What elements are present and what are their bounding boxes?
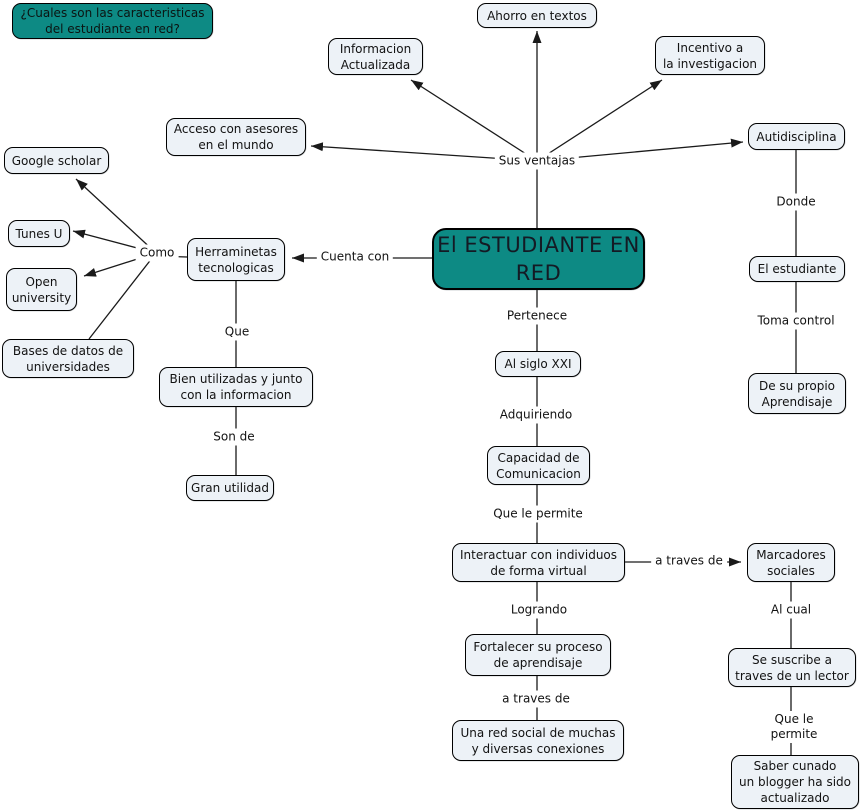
node-incentivo-investigacion[interactable]: Incentivo a la investigacion	[655, 36, 765, 75]
node-de-su-propio-aprendisaje[interactable]: De su propio Aprendisaje	[748, 373, 846, 414]
link-label-a-traves-de-right[interactable]: a traves de	[651, 552, 727, 570]
node-informacion-actualizada[interactable]: Informacion Actualizada	[328, 38, 423, 75]
link-label-al-cual[interactable]: Al cual	[766, 601, 816, 619]
question-box[interactable]: ¿Cuales son las caracteristicas del estu…	[12, 3, 213, 39]
link-label-adquiriendo[interactable]: Adquiriendo	[495, 406, 577, 424]
link-label-que-le-permite[interactable]: Que le permite	[489, 505, 587, 523]
node-una-red-social[interactable]: Una red social de muchas y diversas cone…	[452, 720, 624, 761]
node-el-estudiante[interactable]: El estudiante	[749, 256, 845, 282]
link-label-como[interactable]: Como	[135, 244, 179, 262]
link-label-donde[interactable]: Donde	[772, 193, 820, 211]
connector-line	[75, 178, 157, 254]
link-label-logrando[interactable]: Logrando	[506, 601, 572, 619]
node-bases-datos[interactable]: Bases de datos de universidades	[2, 339, 134, 378]
link-label-que-le-permite-right[interactable]: Que le permite	[766, 711, 822, 743]
connector-line	[536, 79, 663, 162]
link-label-a-traves-de-center[interactable]: a traves de	[498, 690, 574, 708]
node-saber-cunado[interactable]: Saber cunado un blogger ha sido actualiz…	[731, 755, 859, 809]
node-open-university[interactable]: Open university	[6, 268, 77, 311]
node-tunes-u[interactable]: Tunes U	[8, 220, 70, 247]
node-autidisciplina[interactable]: Autidisciplina	[748, 123, 845, 150]
node-ahorro-en-textos[interactable]: Ahorro en textos	[477, 3, 597, 28]
node-se-suscribe[interactable]: Se suscribe a traves de un lector	[728, 648, 856, 687]
node-acceso-asesores[interactable]: Acceso con asesores en el mundo	[166, 118, 306, 156]
link-label-toma-control[interactable]: Toma control	[753, 312, 839, 330]
node-google-scholar[interactable]: Google scholar	[4, 147, 109, 174]
link-label-pertenece[interactable]: Pertenece	[502, 307, 572, 325]
node-marcadores-sociales[interactable]: Marcadores sociales	[747, 543, 835, 582]
node-fortalecer-proceso[interactable]: Fortalecer su proceso de aprendisaje	[465, 634, 611, 676]
link-label-son-de[interactable]: Son de	[209, 428, 259, 446]
node-gran-utilidad[interactable]: Gran utilidad	[186, 475, 274, 501]
node-capacidad-comunicacion[interactable]: Capacidad de Comunicacion	[487, 446, 590, 485]
node-bien-utilizadas[interactable]: Bien utilizadas y junto con la informaci…	[159, 367, 313, 407]
node-main-concept[interactable]: El ESTUDIANTE EN RED	[432, 228, 645, 290]
link-label-cuenta-con[interactable]: Cuenta con	[316, 248, 394, 266]
node-interactuar-individuos[interactable]: Interactuar con individuos de forma virt…	[452, 543, 625, 582]
node-al-siglo-xxi[interactable]: Al siglo XXI	[495, 351, 581, 377]
link-label-sus-ventajas[interactable]: Sus ventajas	[494, 152, 580, 170]
node-herraminetas[interactable]: Herraminetas tecnologicas	[187, 238, 285, 281]
connector-line	[88, 252, 157, 340]
connector-line	[410, 79, 538, 162]
link-label-que[interactable]: Que	[220, 323, 254, 341]
